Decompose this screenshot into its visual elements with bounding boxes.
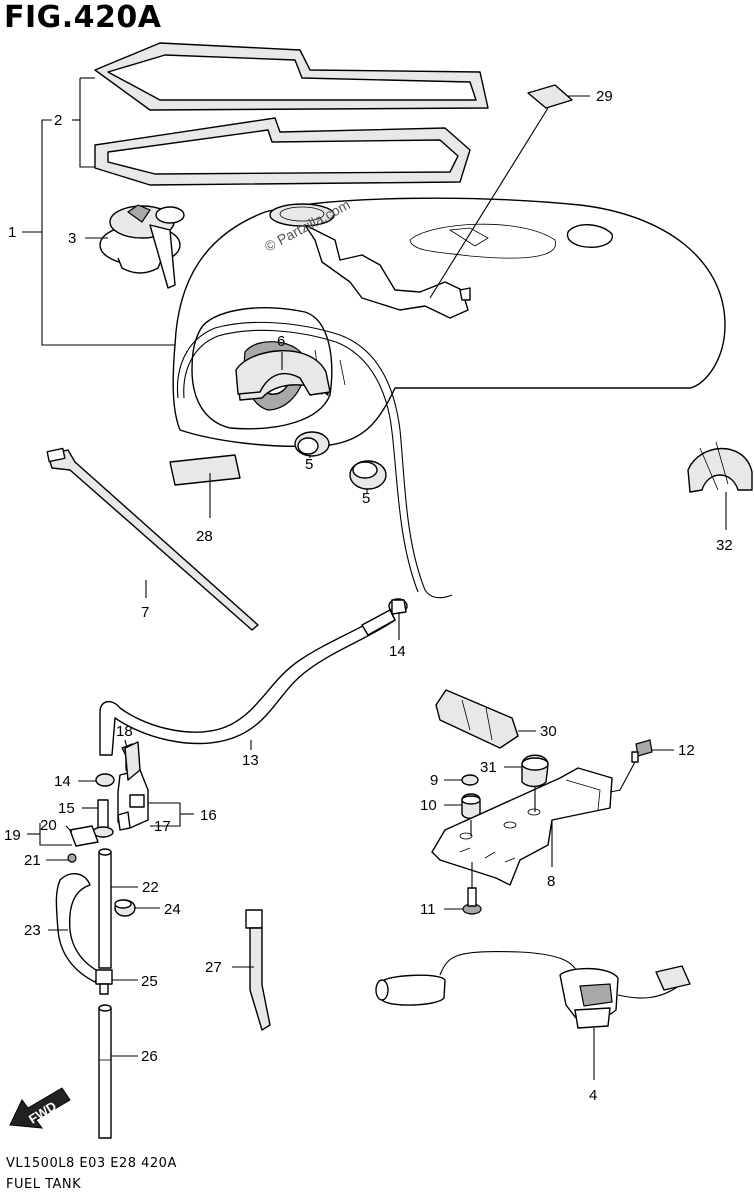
- callout-15[interactable]: 15: [58, 800, 75, 817]
- callout-31[interactable]: 31: [480, 759, 497, 776]
- part-12-bolt[interactable]: [631, 739, 653, 763]
- part-31-cushion[interactable]: [521, 754, 549, 788]
- part-3-fuel-cap[interactable]: [99, 204, 185, 289]
- leader-lines: [22, 77, 727, 1080]
- model-code: VL1500L8 E03 E28 420A: [6, 1156, 177, 1171]
- part-29-label[interactable]: [527, 84, 573, 109]
- callout-27[interactable]: 27: [205, 959, 222, 976]
- callout-23[interactable]: 23: [24, 922, 41, 939]
- part-5-grommet[interactable]: [294, 431, 330, 457]
- callout-1[interactable]: 1: [8, 224, 16, 241]
- callout-10[interactable]: 10: [420, 797, 437, 814]
- part-24-cap[interactable]: [114, 899, 136, 917]
- callout-25[interactable]: 25: [141, 973, 158, 990]
- part-30-cushion[interactable]: [435, 689, 519, 749]
- callout-5b[interactable]: 5: [362, 490, 370, 507]
- part-21-screw[interactable]: [67, 853, 77, 863]
- callout-14b[interactable]: 14: [54, 773, 71, 790]
- callout-28[interactable]: 28: [196, 528, 213, 545]
- callout-14a[interactable]: 14: [389, 643, 406, 660]
- callout-9[interactable]: 9: [430, 772, 438, 789]
- callout-26[interactable]: 26: [141, 1048, 158, 1065]
- part-28-label[interactable]: [169, 454, 241, 486]
- callout-30[interactable]: 30: [540, 723, 557, 740]
- callout-21[interactable]: 21: [24, 852, 41, 869]
- part-7-cable-tie[interactable]: [46, 447, 259, 631]
- callout-20[interactable]: 20: [40, 817, 57, 834]
- part-13-breather-hose[interactable]: [99, 321, 453, 756]
- part-10-cushion[interactable]: [461, 793, 481, 820]
- callout-6[interactable]: 6: [277, 333, 285, 350]
- figure-title: FIG.420A: [4, 0, 162, 35]
- callout-29[interactable]: 29: [596, 88, 613, 105]
- callout-16[interactable]: 16: [200, 807, 217, 824]
- part-15-fitting[interactable]: [92, 799, 114, 838]
- part-14-clamp-upper[interactable]: [388, 598, 408, 615]
- callout-22[interactable]: 22: [142, 879, 159, 896]
- part-27-cable-tie[interactable]: [245, 909, 271, 1031]
- section-name: FUEL TANK: [6, 1177, 82, 1192]
- callout-13[interactable]: 13: [242, 752, 259, 769]
- callout-19[interactable]: 19: [4, 827, 21, 844]
- callout-17[interactable]: 17: [154, 818, 171, 835]
- part-8-bracket[interactable]: [431, 767, 613, 886]
- part-32-cushion[interactable]: [687, 441, 753, 493]
- part-14-clamp-lower[interactable]: [95, 773, 115, 787]
- part-23-hose[interactable]: [55, 873, 101, 983]
- callout-12[interactable]: 12: [678, 742, 695, 759]
- part-26-hose[interactable]: [98, 1004, 112, 1139]
- part-5-plug[interactable]: [349, 460, 387, 490]
- fwd-arrow-icon: FWD: [9, 1087, 71, 1129]
- part-2-tank-pads[interactable]: [94, 42, 489, 186]
- callout-11[interactable]: 11: [420, 901, 436, 918]
- part-20-clamp[interactable]: [69, 825, 99, 847]
- callout-32[interactable]: 32: [716, 537, 733, 554]
- part-11-bolt[interactable]: [462, 887, 482, 915]
- callout-7[interactable]: 7: [141, 604, 149, 621]
- callout-18[interactable]: 18: [116, 723, 133, 740]
- callout-5a[interactable]: 5: [305, 456, 313, 473]
- part-6-cushion[interactable]: [235, 350, 331, 401]
- callout-24[interactable]: 24: [164, 901, 181, 918]
- callout-8[interactable]: 8: [547, 873, 555, 890]
- callout-2[interactable]: 2: [54, 112, 62, 129]
- part-22-fuel-hose[interactable]: [98, 848, 112, 969]
- part-9-collar[interactable]: [461, 774, 479, 786]
- part-25-joint[interactable]: [95, 969, 113, 995]
- callout-3[interactable]: 3: [68, 230, 76, 247]
- callout-4[interactable]: 4: [589, 1087, 597, 1104]
- callout-numbers: 1 2 3 29 5 5 28 6 32 7 14 13 18 14 15 16…: [4, 88, 733, 1104]
- part-17-bolt[interactable]: [117, 811, 131, 831]
- part-4-fuel-level-gauge[interactable]: [375, 951, 691, 1029]
